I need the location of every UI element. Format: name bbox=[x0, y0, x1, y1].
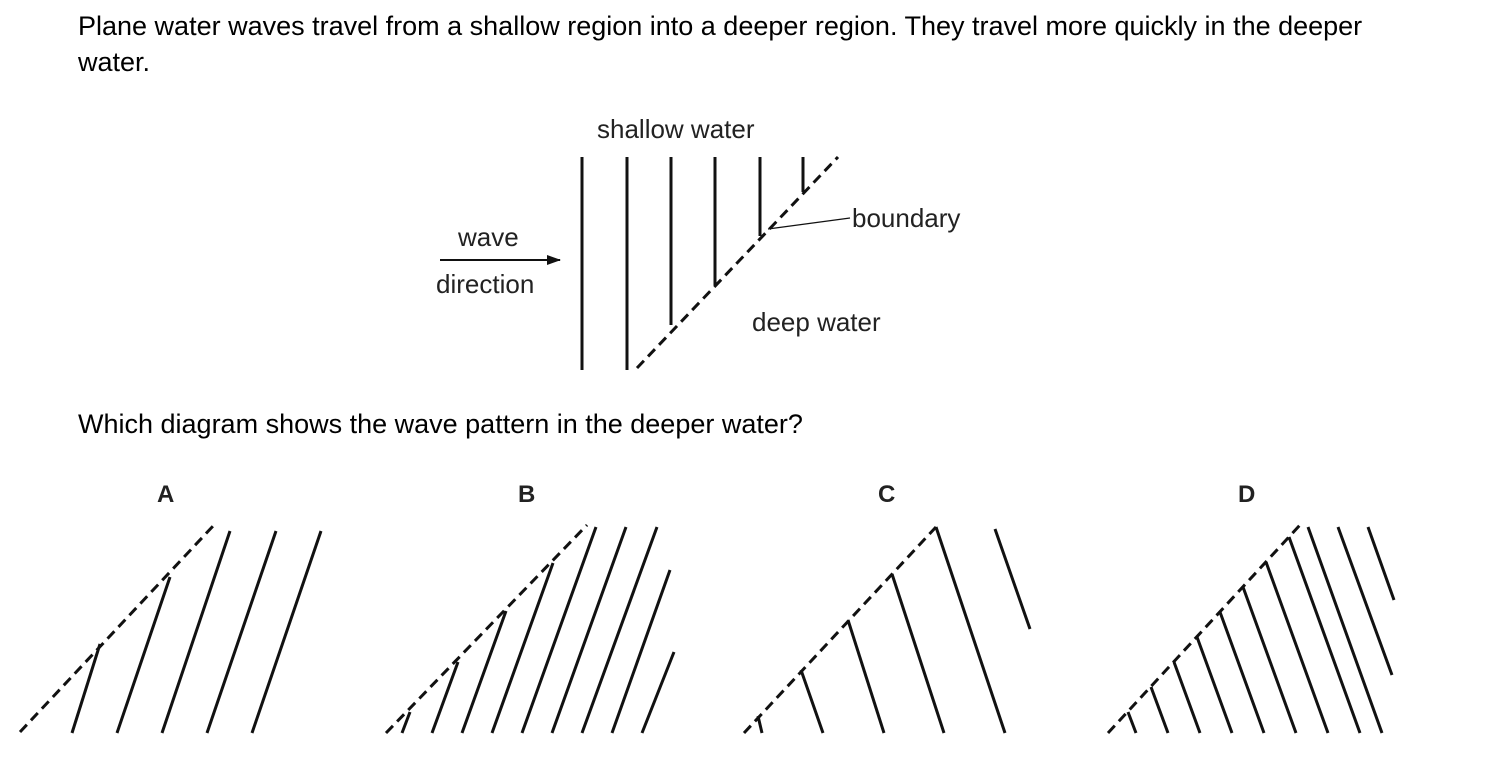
option-c[interactable]: C bbox=[742, 481, 1032, 735]
option-c-wave-5 bbox=[934, 526, 1007, 734]
deep-water-label: deep water bbox=[752, 307, 881, 337]
option-b-wave-7 bbox=[580, 526, 659, 734]
option-b-wave-9 bbox=[640, 651, 676, 734]
option-d-boundary bbox=[1106, 523, 1302, 735]
option-d-wave-6 bbox=[1241, 586, 1298, 734]
option-b-wave-3 bbox=[460, 610, 508, 734]
option-d-wave-3 bbox=[1172, 661, 1202, 734]
option-d-wave-9 bbox=[1306, 526, 1384, 734]
prompt-text: Which diagram shows the wave pattern in … bbox=[78, 409, 803, 439]
option-b-wave-1 bbox=[400, 711, 412, 734]
option-b-wave-8 bbox=[610, 569, 672, 734]
option-c-label: C bbox=[878, 481, 895, 508]
option-d-wave-10 bbox=[1336, 526, 1394, 676]
wave-label: wave bbox=[457, 222, 519, 252]
boundary-pointer bbox=[767, 217, 851, 230]
shallow-water-label: shallow water bbox=[597, 114, 755, 144]
option-d-wave-8 bbox=[1287, 536, 1362, 734]
option-a-label: A bbox=[157, 481, 174, 508]
option-a-wave-3 bbox=[160, 530, 232, 734]
option-c-boundary bbox=[742, 525, 938, 735]
option-a-wave-4 bbox=[205, 530, 278, 734]
option-d-wave-2 bbox=[1149, 686, 1170, 734]
option-c-wave-2 bbox=[799, 669, 825, 734]
option-b-wave-2 bbox=[430, 661, 460, 734]
option-a[interactable]: A bbox=[18, 481, 323, 734]
option-b-wave-6 bbox=[550, 526, 628, 734]
option-a-wave-5 bbox=[250, 530, 323, 734]
option-b[interactable]: B bbox=[384, 481, 676, 735]
option-d-wave-4 bbox=[1195, 636, 1234, 734]
option-a-boundary bbox=[18, 523, 216, 734]
option-c-wave-6 bbox=[993, 528, 1032, 630]
boundary-label: boundary bbox=[852, 203, 960, 233]
option-b-wave-4 bbox=[490, 562, 555, 734]
direction-label: direction bbox=[436, 269, 534, 299]
option-c-wave-1 bbox=[756, 715, 764, 734]
option-c-wave-4 bbox=[890, 573, 946, 734]
option-b-wave-5 bbox=[520, 526, 598, 734]
option-d-wave-5 bbox=[1218, 611, 1266, 734]
option-d-wave-7 bbox=[1264, 561, 1330, 734]
option-d-wave-11 bbox=[1366, 526, 1396, 601]
option-b-boundary bbox=[384, 523, 589, 735]
option-c-wave-3 bbox=[846, 619, 886, 734]
option-a-wave-1 bbox=[70, 643, 102, 734]
option-d-wave-1 bbox=[1126, 711, 1138, 734]
option-d[interactable]: D bbox=[1106, 481, 1396, 735]
option-d-label: D bbox=[1238, 481, 1255, 508]
option-a-wave-2 bbox=[115, 576, 172, 734]
question-text: Plane water waves travel from a shallow … bbox=[78, 11, 1363, 77]
option-b-label: B bbox=[518, 481, 535, 508]
main-figure: shallow water boundary wave direction de… bbox=[436, 114, 960, 370]
boundary-line bbox=[635, 155, 840, 370]
